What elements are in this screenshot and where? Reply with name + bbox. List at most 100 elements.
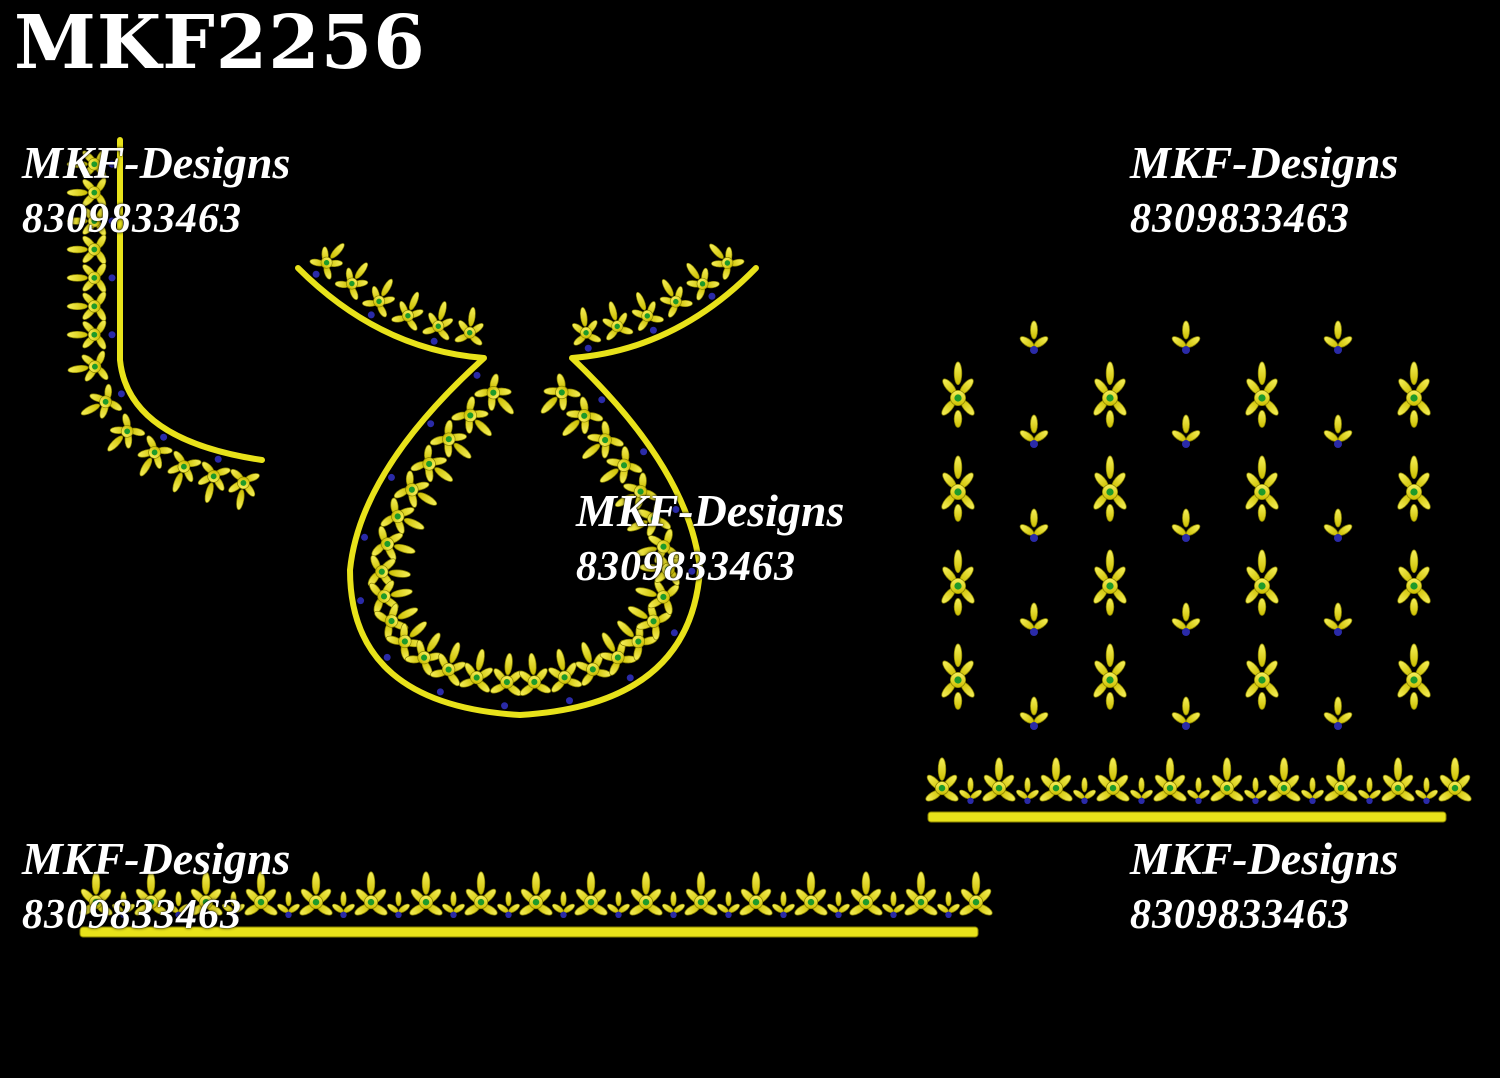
bead bbox=[108, 160, 116, 168]
bud-stitch bbox=[1169, 602, 1203, 637]
spray-stitch bbox=[1322, 757, 1360, 804]
watermark-phone: 8309833463 bbox=[576, 544, 796, 590]
spray-stitch bbox=[66, 318, 109, 352]
butta-stitch bbox=[1091, 549, 1129, 616]
spray-stitch bbox=[957, 871, 995, 918]
butta-stitch bbox=[1395, 643, 1433, 710]
bud-stitch bbox=[880, 891, 907, 919]
bud-stitch bbox=[770, 891, 797, 919]
spray-stitch bbox=[359, 271, 406, 321]
watermark-bottom-right: MKF-Designs 8309833463 bbox=[1130, 833, 1399, 938]
bottom-border-motif bbox=[77, 871, 995, 938]
bead bbox=[688, 567, 696, 575]
watermark-phone: 8309833463 bbox=[22, 892, 242, 938]
spray-stitch bbox=[623, 286, 667, 334]
bud-stitch bbox=[1014, 777, 1041, 805]
bead bbox=[672, 506, 680, 514]
butta-stitch bbox=[1243, 361, 1281, 428]
bud-stitch bbox=[1017, 508, 1051, 543]
watermark-brand: MKF-Designs bbox=[1130, 137, 1399, 188]
spray-stitch bbox=[1037, 757, 1075, 804]
spray-stitch bbox=[158, 447, 205, 499]
butta-stitch bbox=[1091, 643, 1129, 710]
bead bbox=[670, 629, 678, 637]
butta-stitch bbox=[1395, 455, 1433, 522]
bead bbox=[108, 331, 116, 339]
spray-stitch bbox=[595, 297, 636, 344]
bead bbox=[387, 473, 395, 481]
spray-stitch bbox=[682, 871, 720, 918]
watermark-phone: 8309833463 bbox=[1130, 892, 1350, 938]
butta-stitch bbox=[939, 643, 977, 710]
spray-stitch bbox=[1379, 757, 1417, 804]
watermark-brand: MKF-Designs bbox=[1130, 833, 1399, 884]
bead bbox=[367, 311, 375, 319]
spray-stitch bbox=[66, 289, 109, 323]
bud-stitch bbox=[440, 891, 467, 919]
bud-stitch bbox=[385, 891, 412, 919]
bud-stitch bbox=[1185, 777, 1212, 805]
spray-stitch bbox=[462, 871, 500, 918]
bud-stitch bbox=[1321, 602, 1355, 637]
spray-stitch bbox=[452, 304, 489, 348]
butta-stitch bbox=[1091, 455, 1129, 522]
butta-stitch bbox=[1243, 455, 1281, 522]
bud-stitch bbox=[1321, 508, 1355, 543]
bead bbox=[584, 344, 592, 352]
watermark-top-left: MKF-Designs 8309833463 bbox=[22, 137, 291, 242]
spray-stitch bbox=[352, 871, 390, 918]
spray-stitch bbox=[1208, 757, 1246, 804]
bud-stitch bbox=[1242, 777, 1269, 805]
bud-stitch bbox=[715, 891, 742, 919]
spray-stitch bbox=[627, 871, 665, 918]
butta-stitch bbox=[1243, 643, 1281, 710]
spray-stitch bbox=[737, 871, 775, 918]
watermark-brand: MKF-Designs bbox=[22, 137, 291, 188]
spray-stitch bbox=[297, 871, 335, 918]
watermark-phone: 8309833463 bbox=[22, 196, 242, 242]
butta-stitch bbox=[939, 455, 977, 522]
spray-stitch bbox=[407, 871, 445, 918]
bud-stitch bbox=[1169, 320, 1203, 355]
butta-grid-motif bbox=[939, 320, 1433, 731]
spray-stitch bbox=[517, 871, 555, 918]
spray-stitch bbox=[567, 304, 604, 348]
bud-stitch bbox=[495, 891, 522, 919]
neckline-motif bbox=[295, 233, 759, 718]
spray-stitch bbox=[572, 871, 610, 918]
bead bbox=[430, 337, 438, 345]
bead bbox=[598, 396, 606, 404]
bead bbox=[626, 674, 634, 682]
bead bbox=[427, 420, 435, 428]
spray-stitch bbox=[1436, 757, 1474, 804]
bud-stitch bbox=[1017, 414, 1051, 449]
bud-stitch bbox=[660, 891, 687, 919]
spray-stitch bbox=[923, 757, 961, 804]
spray-stitch bbox=[1094, 757, 1132, 804]
watermark-top-right: MKF-Designs 8309833463 bbox=[1130, 137, 1399, 241]
bud-stitch bbox=[1321, 414, 1355, 449]
bud-stitch bbox=[1413, 777, 1440, 805]
spray-stitch bbox=[65, 348, 111, 387]
spray-stitch bbox=[419, 297, 460, 343]
butta-stitch bbox=[1243, 549, 1281, 616]
spray-stitch bbox=[222, 466, 262, 514]
watermark-bottom-left: MKF-Designs 8309833463 bbox=[22, 836, 290, 938]
bud-stitch bbox=[1017, 320, 1051, 355]
design-code-title: MKF2256 bbox=[14, 0, 426, 86]
spray-stitch bbox=[649, 271, 696, 321]
butta-stitch bbox=[939, 549, 977, 616]
right-border-motif bbox=[923, 757, 1474, 823]
bud-stitch bbox=[1356, 777, 1383, 805]
spray-stitch bbox=[792, 871, 830, 918]
bud-stitch bbox=[1321, 320, 1355, 355]
bud-stitch bbox=[957, 777, 984, 805]
bead bbox=[160, 433, 168, 441]
bead bbox=[640, 448, 648, 456]
spray-stitch bbox=[847, 871, 885, 918]
butta-stitch bbox=[1091, 361, 1129, 428]
bead bbox=[117, 390, 125, 398]
spray-stitch bbox=[1265, 757, 1303, 804]
bud-stitch bbox=[825, 891, 852, 919]
